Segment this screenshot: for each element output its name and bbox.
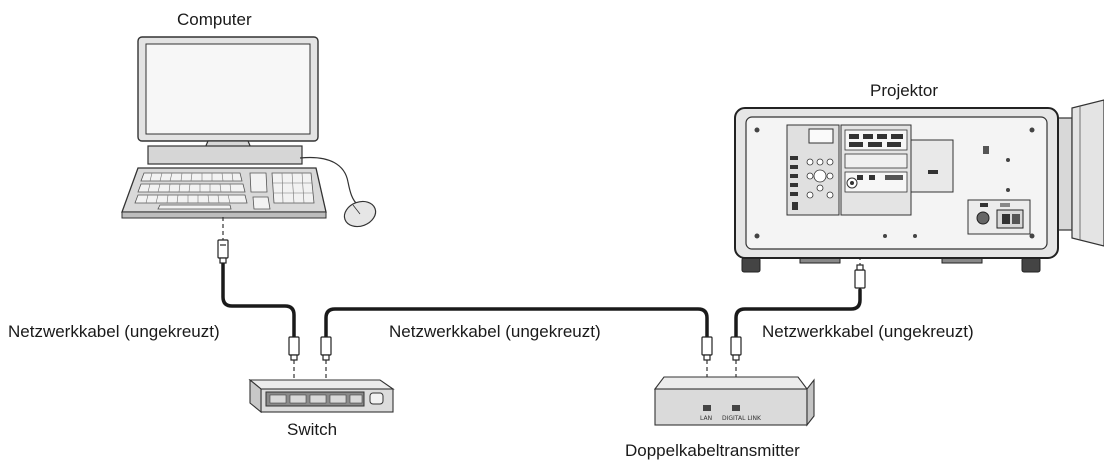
cable-label-right: Netzwerkkabel (ungekreuzt) bbox=[762, 322, 974, 341]
cable-switch-transmitter bbox=[324, 307, 709, 339]
computer-label: Computer bbox=[177, 10, 252, 29]
monitor-icon bbox=[137, 36, 319, 161]
computer bbox=[121, 36, 377, 228]
connector-transmitter-right bbox=[730, 336, 742, 361]
switch-icon bbox=[248, 378, 395, 414]
transmitter-icon: LAN DIGITAL LINK bbox=[653, 376, 815, 427]
projector-label: Projektor bbox=[870, 81, 939, 100]
digital-link-port-label: DIGITAL LINK bbox=[722, 415, 762, 422]
keyboard-icon bbox=[121, 167, 327, 219]
cable-transmitter-projector bbox=[734, 288, 862, 339]
transmitter-label: Doppelkabeltransmitter bbox=[625, 441, 800, 460]
connector-switch-right bbox=[320, 336, 332, 361]
switch-label: Switch bbox=[287, 420, 338, 439]
projector-icon bbox=[734, 99, 1104, 273]
connector-switch-left bbox=[288, 336, 300, 361]
connector-computer bbox=[217, 239, 229, 264]
connector-transmitter-left bbox=[701, 336, 713, 361]
cable-label-middle: Netzwerkkabel (ungekreuzt) bbox=[389, 322, 601, 341]
cable-connectors bbox=[217, 239, 866, 361]
mouse-icon bbox=[343, 200, 377, 228]
cable-label-left: Netzwerkkabel (ungekreuzt) bbox=[8, 322, 220, 341]
lan-port-label: LAN bbox=[700, 415, 712, 422]
computer-base-unit bbox=[147, 145, 303, 165]
projector-lens-icon bbox=[1057, 99, 1104, 247]
network-cables bbox=[221, 260, 862, 339]
connector-projector bbox=[854, 264, 866, 289]
cable-computer-switch bbox=[221, 260, 296, 339]
